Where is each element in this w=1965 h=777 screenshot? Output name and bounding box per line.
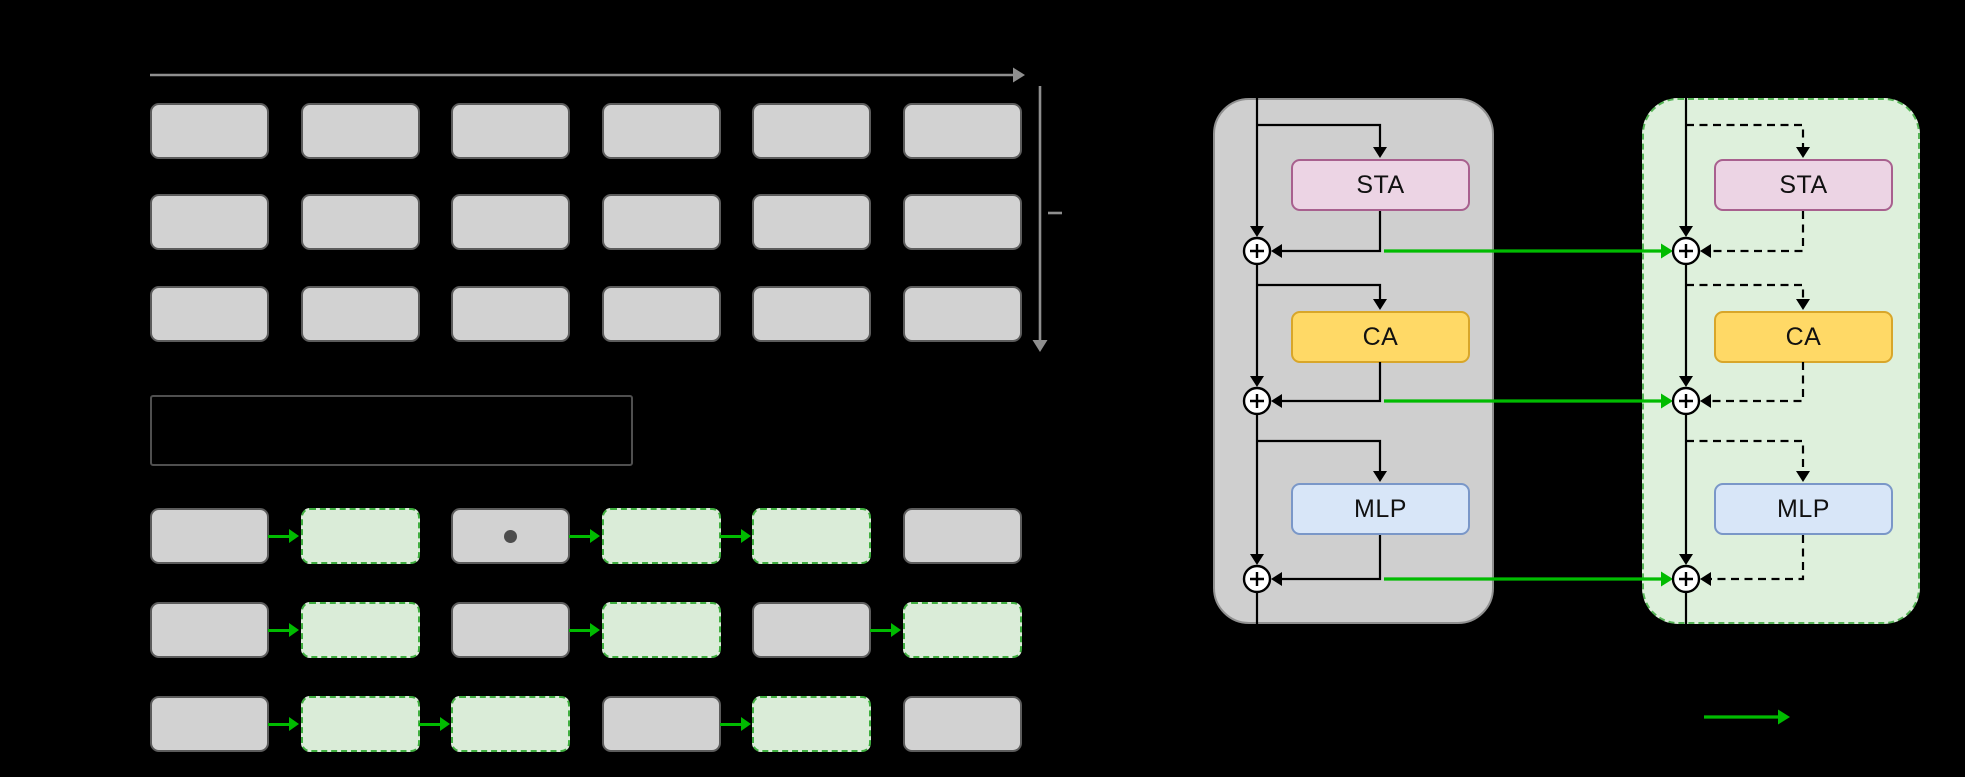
timestep-cell-r2-c1	[150, 194, 269, 250]
timestep-cell-r1-c5	[752, 103, 871, 159]
mlp-block-cached: MLP	[1714, 483, 1893, 535]
timestep-cell-r3-c5	[752, 286, 871, 342]
cache-cell-r2-c4-green	[601, 602, 721, 658]
cache-cell-r2-c3-gray	[451, 602, 570, 658]
cache-cell-r1-c3-gray-dot	[451, 508, 570, 564]
sta-block-cached: STA	[1714, 159, 1893, 211]
cache-cell-r1-c5-green	[752, 508, 871, 564]
timestep-cell-r3-c2	[300, 286, 420, 342]
cache-cell-r1-c6-gray	[902, 508, 1022, 564]
timestep-cell-r1-c3	[451, 103, 570, 159]
cache-cell-r2-c2-green	[300, 602, 420, 658]
timestep-cell-r2-c2	[300, 194, 420, 250]
timestep-cell-r1-c1	[150, 103, 269, 159]
timestep-cell-r2-c3	[451, 194, 570, 250]
reuse-arrow-r2-gap1	[268, 623, 299, 637]
cache-cell-r3-c5-green	[752, 696, 871, 752]
cache-cell-r2-c1-gray	[150, 602, 269, 658]
cache-cell-r3-c6-gray	[902, 696, 1022, 752]
cache-cell-r1-c1-gray	[150, 508, 269, 564]
cache-cell-r3-c3-green	[451, 696, 570, 752]
cache-cell-r2-c6-green	[902, 602, 1022, 658]
reuse-arrow-r3-gap1	[268, 717, 299, 731]
ca-label: CA	[1785, 322, 1822, 351]
sta-label: STA	[1779, 170, 1828, 199]
mlp-label: MLP	[1354, 494, 1407, 523]
timestep-cell-r2-c5	[752, 194, 871, 250]
cache-cell-r3-c2-green	[300, 696, 420, 752]
ca-block-computed: CA	[1291, 311, 1470, 363]
cache-cell-r1-c2-green	[300, 508, 420, 564]
reuse-arrow-r3-gap2	[418, 717, 450, 731]
timestep-cell-r1-c6	[902, 103, 1022, 159]
timestep-cell-r2-c6	[902, 194, 1022, 250]
timestep-cell-r1-c2	[300, 103, 420, 159]
mlp-label: MLP	[1777, 494, 1830, 523]
timestep-cell-r3-c6	[902, 286, 1022, 342]
cache-cell-r3-c1-gray	[150, 696, 269, 752]
reuse-arrow-r1-gap4	[719, 529, 751, 543]
cache-cell-r3-c4-gray	[601, 696, 721, 752]
reuse-arrow-r2-gap5	[870, 623, 901, 637]
reuse-arrow-r2-gap3	[569, 623, 600, 637]
dot-marker	[504, 529, 517, 543]
mlp-block-computed: MLP	[1291, 483, 1470, 535]
reuse-arrow-r3-gap4	[719, 717, 751, 731]
sta-label: STA	[1356, 170, 1405, 199]
cache-cell-r1-c4-green	[601, 508, 721, 564]
cache-cell-r2-c5-gray	[752, 602, 871, 658]
legend-box	[150, 395, 633, 466]
timestep-cell-r2-c4	[601, 194, 721, 250]
timestep-cell-r3-c4	[601, 286, 721, 342]
ca-block-cached: CA	[1714, 311, 1893, 363]
reuse-arrow-r1-gap3	[569, 529, 600, 543]
timestep-cell-r3-c1	[150, 286, 269, 342]
timestep-cell-r3-c3	[451, 286, 570, 342]
timestep-cell-r1-c4	[601, 103, 721, 159]
reuse-arrow-r1-gap1	[268, 529, 299, 543]
ca-label: CA	[1362, 322, 1399, 351]
sta-block-computed: STA	[1291, 159, 1470, 211]
